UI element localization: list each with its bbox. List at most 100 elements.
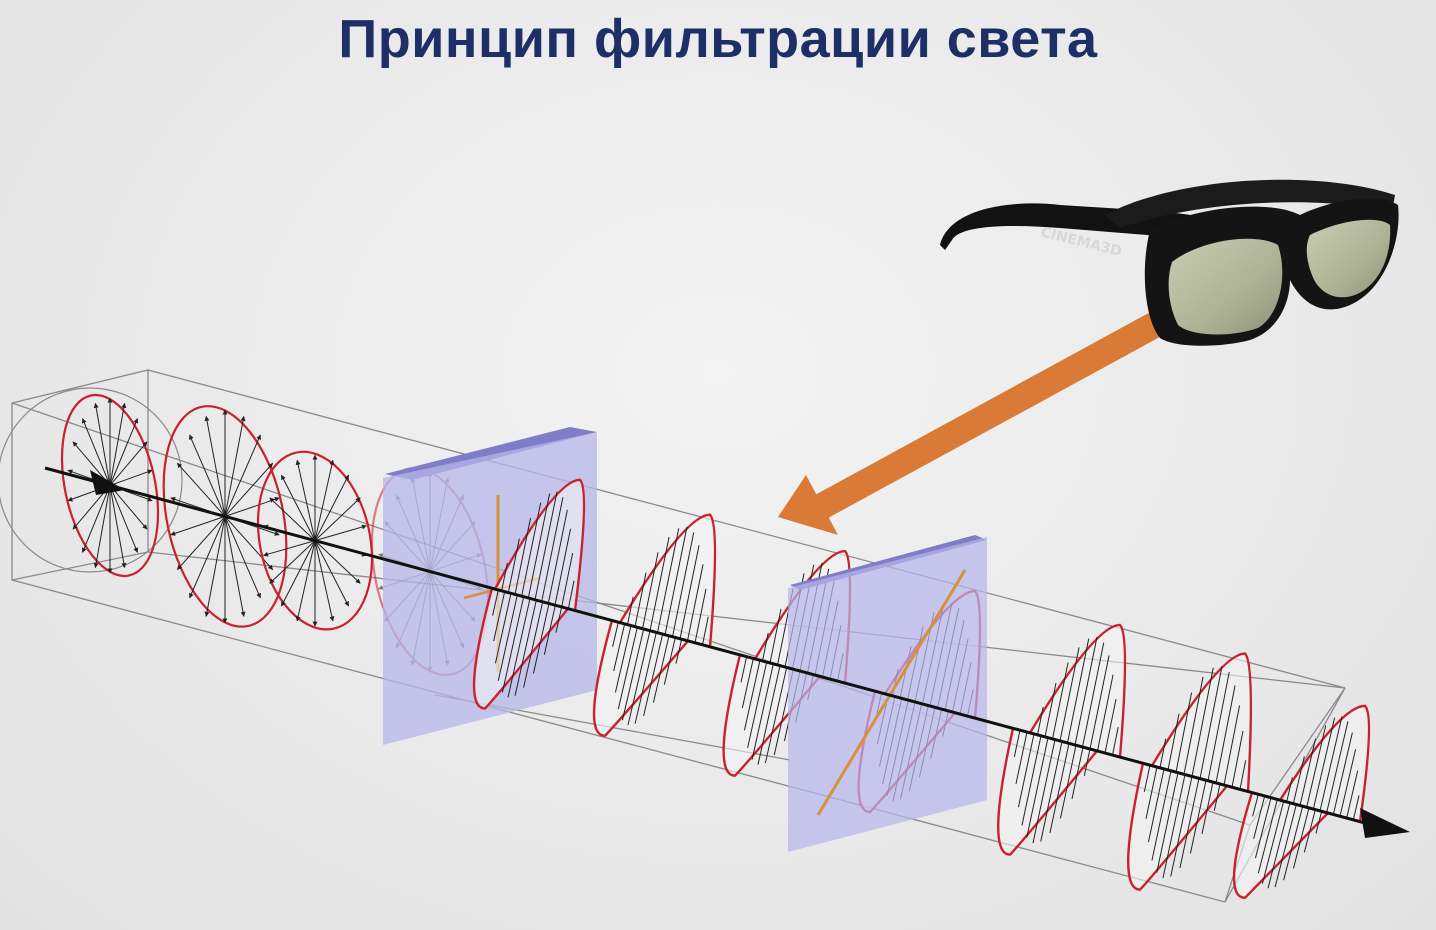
field-vector [643,633,664,717]
field-vector [747,661,768,748]
field-vector [1332,732,1353,815]
field-vector [694,588,707,643]
field-vector [652,635,670,703]
field-vector [501,562,508,591]
field-vector [1283,806,1304,881]
field-vector [527,493,551,599]
field-vector [224,434,261,517]
field-vector [769,608,782,664]
field-vector [567,580,575,609]
field-vector [189,516,226,599]
field-vector [1183,676,1204,775]
field-vector [109,485,127,569]
field-vector [741,658,754,709]
wave-envelope [162,405,288,628]
field-vector [672,532,695,637]
field-vector [1207,671,1230,781]
polarized-wave-lobe [618,513,717,649]
field-vector [1274,804,1297,888]
field-vector [1292,807,1310,869]
field-vector [1315,811,1323,834]
field-vector [295,459,316,541]
wave-envelope [1232,791,1331,899]
field-vector [627,630,651,726]
field-vector [1231,730,1244,788]
field-vector [521,502,542,597]
field-vector [170,515,226,536]
field-vector [1292,756,1305,804]
field-vector [1049,743,1070,834]
polarized-wave-lobe [472,586,571,710]
field-vector [176,462,226,517]
field-vector [1252,794,1259,817]
field-vector [176,516,226,570]
field-vector [269,497,316,541]
field-vector [1013,730,1021,758]
field-vector [634,632,657,724]
field-vector [1151,770,1172,861]
cinema-3d-glasses: CINEMA3D [940,179,1399,346]
field-vector [314,474,350,541]
slide-title: Принцип фильтрации света [338,9,1098,69]
field-vector [634,572,647,627]
field-vector [1074,636,1098,746]
field-vector [1147,768,1165,843]
field-vector [1175,692,1193,773]
field-vector [493,591,506,642]
field-vector [93,485,111,569]
field-vector [1239,760,1247,790]
field-vector [507,598,531,698]
wave-envelope [592,619,691,737]
field-vector [514,600,537,696]
polarized-wave-lobe [493,478,586,613]
wave-envelope [472,586,571,710]
field-vector [204,516,226,617]
field-vector [204,415,226,517]
field-vector [514,517,532,595]
field-vector [1017,733,1035,808]
field-vector [314,540,350,607]
field-vector [1071,747,1084,799]
field-vector [543,605,556,655]
field-vector [109,441,148,486]
field-vector [1162,774,1186,879]
field-vector [1145,766,1158,819]
polarized-wave-lobe [1150,652,1253,794]
field-vector [109,402,127,486]
field-vector [555,606,563,633]
field-vector [1319,716,1343,811]
wave-envelope [1278,704,1371,824]
field-vector [617,627,638,710]
wave-envelope [256,450,374,631]
field-vector [497,594,518,681]
field-vector [1089,655,1110,750]
field-vector [1346,770,1359,819]
field-vector [1032,739,1056,844]
field-vector [1215,685,1236,783]
light-direction-arrow [44,466,1410,838]
field-vector [1015,731,1028,784]
field-vector [1167,713,1180,771]
field-vector [1104,698,1117,754]
wave-envelope [60,393,160,578]
field-vector [1312,717,1336,810]
field-vector [314,540,361,584]
field-vector [743,660,761,731]
field-vector [757,665,781,765]
field-vector [109,418,139,486]
field-vector [1037,706,1044,735]
field-vector [1059,745,1077,819]
field-vector [1170,776,1193,877]
field-vector [263,540,316,557]
orange-pointer-arrow [778,285,1213,535]
field-vector [1199,665,1223,779]
field-vector [1254,797,1272,859]
field-vector [657,528,680,633]
field-vector [1299,738,1317,806]
field-vector [189,434,226,517]
field-vector [1026,737,1049,838]
field-vector [93,402,111,486]
polarized-wave-lobe [1278,704,1371,824]
field-vector [664,526,688,635]
field-vector [541,497,564,602]
